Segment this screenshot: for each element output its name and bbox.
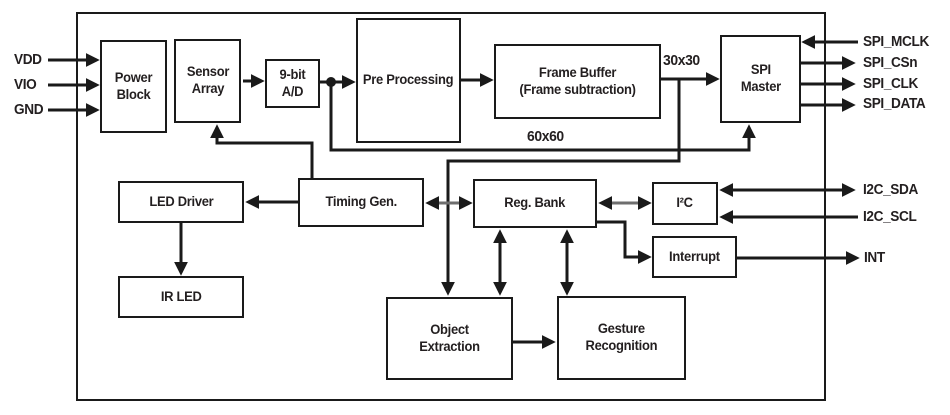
- block-object-extraction: Object Extraction: [386, 297, 513, 380]
- block-gesture-recognition-label: Gesture Recognition: [585, 321, 658, 353]
- block-i2c-label: I²C: [676, 195, 694, 211]
- bus-label-30x30: 30x30: [663, 53, 700, 69]
- pin-label-vdd: VDD: [14, 52, 42, 68]
- block-ir-led-label: IR LED: [160, 288, 202, 304]
- chip-boundary: [76, 12, 826, 401]
- wire-60x60-bus: [329, 82, 756, 152]
- block-ir-led: IR LED: [118, 276, 244, 318]
- block-led-driver: LED Driver: [118, 181, 244, 223]
- pin-label-spi-csn: SPI_CSn: [863, 55, 918, 71]
- block-reg-bank: Reg. Bank: [473, 179, 597, 228]
- block-frame-buffer: Frame Buffer (Frame subtraction): [494, 44, 661, 119]
- pin-label-spi-data: SPI_DATA: [863, 96, 926, 112]
- block-pre-processing: Pre Processing: [356, 18, 461, 143]
- block-reg-bank-label: Reg. Bank: [504, 195, 566, 211]
- block-i2c: I²C: [652, 182, 718, 225]
- block-adc: 9-bit A/D: [265, 59, 320, 108]
- pin-label-spi-clk: SPI_CLK: [863, 76, 918, 92]
- block-object-extraction-label: Object Extraction: [419, 321, 480, 354]
- block-pre-processing-label: Pre Processing: [363, 72, 454, 88]
- block-sensor-array: Sensor Array: [174, 39, 241, 123]
- pin-label-gnd: GND: [14, 102, 44, 118]
- block-power: Power Block: [100, 40, 167, 133]
- block-frame-buffer-label: Frame Buffer (Frame subtraction): [519, 64, 636, 97]
- block-timing-gen-label: Timing Gen.: [325, 194, 397, 210]
- block-interrupt-label: Interrupt: [669, 248, 720, 264]
- block-sensor-array-label: Sensor Array: [186, 64, 229, 96]
- block-gesture-recognition: Gesture Recognition: [557, 296, 686, 380]
- wire-timing-to-sensorarray: [210, 124, 314, 178]
- bus-label-60x60: 60x60: [527, 129, 564, 145]
- wire-regbank-to-interrupt: [597, 220, 652, 264]
- pin-label-vio: VIO: [14, 77, 37, 93]
- block-led-driver-label: LED Driver: [148, 193, 214, 209]
- wire-30x30-bus: [441, 79, 681, 296]
- block-interrupt: Interrupt: [652, 236, 737, 278]
- pin-label-i2c-scl: I2C_SCL: [863, 209, 917, 225]
- pin-label-int: INT: [864, 250, 885, 266]
- block-power-label: Power Block: [114, 69, 153, 102]
- pin-label-i2c-sda: I2C_SDA: [863, 182, 918, 198]
- block-adc-label: 9-bit A/D: [279, 66, 306, 99]
- block-spi-master: SPI Master: [720, 35, 801, 123]
- pin-label-spi-mclk: SPI_MCLK: [863, 34, 929, 50]
- block-timing-gen: Timing Gen.: [298, 178, 424, 227]
- block-spi-master-label: SPI Master: [740, 62, 781, 94]
